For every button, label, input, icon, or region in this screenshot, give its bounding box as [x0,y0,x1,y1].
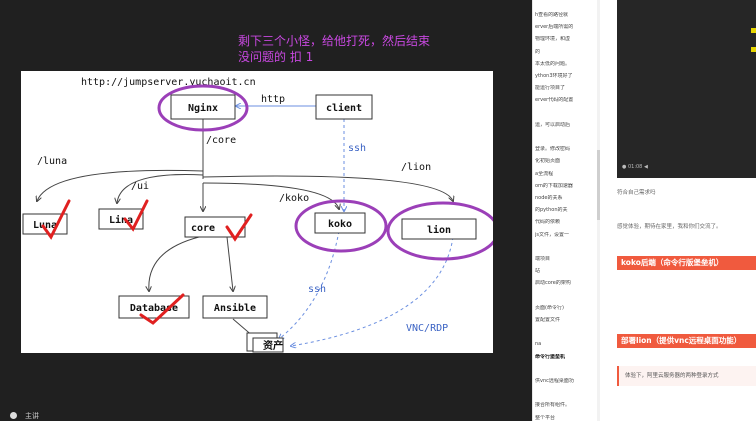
outline-item[interactable]: 整个平台 [535,414,556,421]
url-label: http://jumpserver.yuchaoit.cn [81,77,256,88]
outline-item[interactable]: 能运行项目了 [535,85,566,92]
outline-item[interactable]: 本太低的问题。 [535,60,571,67]
outline-item[interactable]: 站 [535,268,541,275]
edge-luna [37,169,204,201]
edge-core-database [149,236,200,291]
outline-item[interactable]: 化初始页面 [535,158,561,165]
node-lion-box [401,218,477,240]
outline-item[interactable]: 启动core的架构 [535,280,571,287]
annotation-line-1: 剩下三个小怪，给他打死，然后结束 [238,34,431,48]
outline-item[interactable]: node的关系 [535,195,563,201]
check-lina [123,199,149,232]
edge-label-vnc: VNC/RDP [406,323,448,334]
annotation-line-2: 没问题的 扣 1 [238,50,314,64]
outline-item[interactable]: om的下载加速器 [535,182,573,189]
edge-koko [202,182,339,209]
presenter-avatar-icon [10,412,17,419]
video-highlight-marker [751,28,756,33]
outline-item[interactable]: 的 [535,48,541,55]
outline-item[interactable]: erver代码的配置 [535,97,574,104]
node-lina-box [98,208,144,230]
edge-label-http: http [261,94,285,105]
video-thumb-caption: ● 01:08 ◀ [622,164,648,170]
edge-core-ansible [226,236,233,291]
node-nginx-label: Nginx [188,102,218,114]
node-ansible-label: Ansible [214,302,256,314]
edge-label-ssh-top: ssh [348,143,366,154]
outline-item[interactable]: h查看的路径就 [535,12,569,18]
outline-panel: h查看的路径就 erver后端所需的物理环境，和虚的本太低的问题。 ython3环境… [532,0,601,421]
node-koko-label: koko [328,219,352,230]
article-quote: 体验下，阿里云服务器的两种登录方式 [617,366,756,386]
circle-nginx [157,84,249,132]
article-paragraph: 感觉体验，期待在家里，我和你们交流了。 [617,224,722,230]
section-heading-koko[interactable]: koko后端（命令行版堡垒机） [617,256,756,270]
player-controls: 主讲 [10,410,39,421]
circle-koko [294,199,388,253]
edge-lion [202,175,453,201]
outline-item[interactable]: 代码的依赖 [535,219,561,226]
outline-item[interactable]: 登录。修改密码 [535,146,571,153]
outline-item[interactable]: 置配置文件 [535,317,561,323]
outline-item[interactable]: 供vnc远程桌面功 [535,378,574,384]
video-player[interactable]: 剩下三个小怪，给他打死，然后结束 没问题的 扣 1 http://jumpser… [0,0,532,421]
edge-label-core: /core [206,135,236,146]
outline-item[interactable]: 命令行堡垒机 [535,353,566,360]
node-koko-box [314,212,366,234]
article-panel: ● 01:08 ◀ 符合自己需求吗 感觉体验，期待在家里，我和你们交流了。 ko… [600,0,756,421]
architecture-slide: http://jumpserver.yuchaoit.cn http /core… [21,71,493,353]
outline-item[interactable]: 接合所有组件。 [535,402,571,409]
article-paragraph: 符合自己需求吗 [617,190,656,196]
node-database-label: Database [130,303,178,314]
outline-item[interactable]: 端项目 [535,256,551,262]
check-core [225,213,253,242]
node-nginx-box [170,94,236,120]
node-client-box [315,94,373,120]
edge-label-koko: /koko [279,193,309,204]
check-database [139,293,185,325]
node-luna-label: Luna [33,220,57,231]
node-assets-label: 资产 [263,339,283,352]
outline-item[interactable]: 运，可以启动后 [535,121,571,128]
edge-label-ssh-bottom: ssh [308,284,326,295]
outline-item[interactable]: js文件，设置一 [535,231,569,238]
outline-item[interactable]: 的python的关 [535,207,568,214]
architecture-diagram: http://jumpserver.yuchaoit.cn http /core… [22,77,493,353]
embedded-video-thumbnail[interactable]: ● 01:08 ◀ [617,0,756,178]
circle-lion [386,201,493,261]
edge-lion-assets [291,236,454,346]
edge-label-luna: /luna [37,156,67,167]
outline-item[interactable]: erver后端所需的 [535,24,574,31]
outline-item[interactable]: ython3环境好了 [535,73,573,79]
node-core-label: core [191,223,215,234]
edge-label-lion: /lion [401,162,431,173]
outline-item[interactable]: a全流程 [535,170,554,177]
section-heading-lion[interactable]: 部署lion（提供vnc远程桌面功能） [617,334,756,348]
node-lion-label: lion [427,224,451,236]
outline-scrollbar-thumb[interactable] [597,150,600,220]
edge-lina [117,174,204,203]
edge-label-ui: /ui [131,181,149,192]
outline-item[interactable]: na [535,341,542,348]
video-highlight-marker [751,47,756,52]
outline-item[interactable]: 页面(命令行) [535,304,564,311]
node-assets-box [252,337,284,353]
node-client-label: client [326,102,362,114]
presenter-label: 主讲 [25,411,39,420]
outline-item[interactable]: 物理环境，和虚 [535,36,571,43]
node-database-box [118,295,190,319]
node-ansible-box [202,295,268,319]
check-luna [41,199,71,240]
